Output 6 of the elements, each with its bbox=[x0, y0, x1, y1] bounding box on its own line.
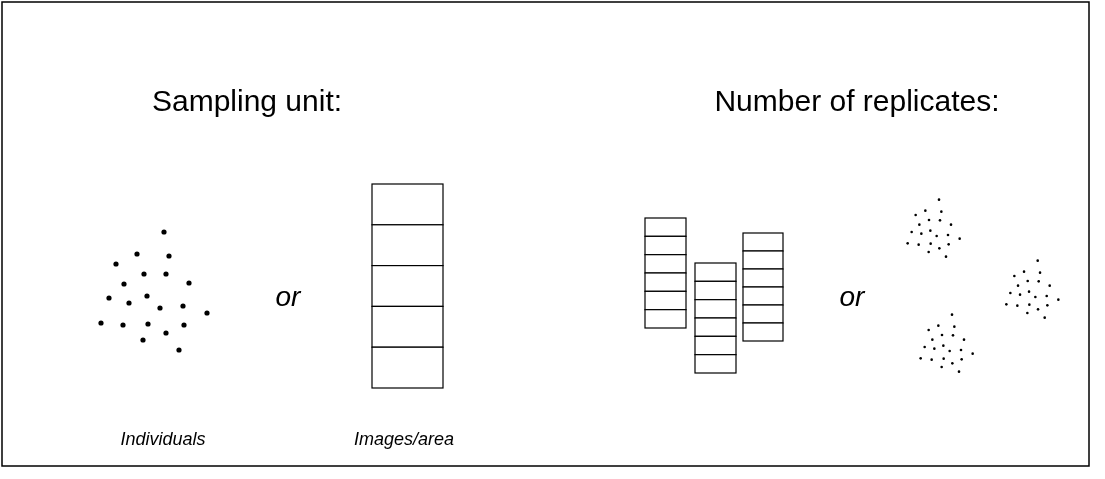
heading: Number of replicates: bbox=[714, 83, 1000, 117]
caption: Individuals bbox=[120, 430, 206, 450]
or-label: or bbox=[275, 281, 301, 313]
caption: Images/area bbox=[353, 430, 455, 450]
or-label: or bbox=[839, 281, 865, 313]
heading: Sampling unit: bbox=[151, 83, 343, 117]
